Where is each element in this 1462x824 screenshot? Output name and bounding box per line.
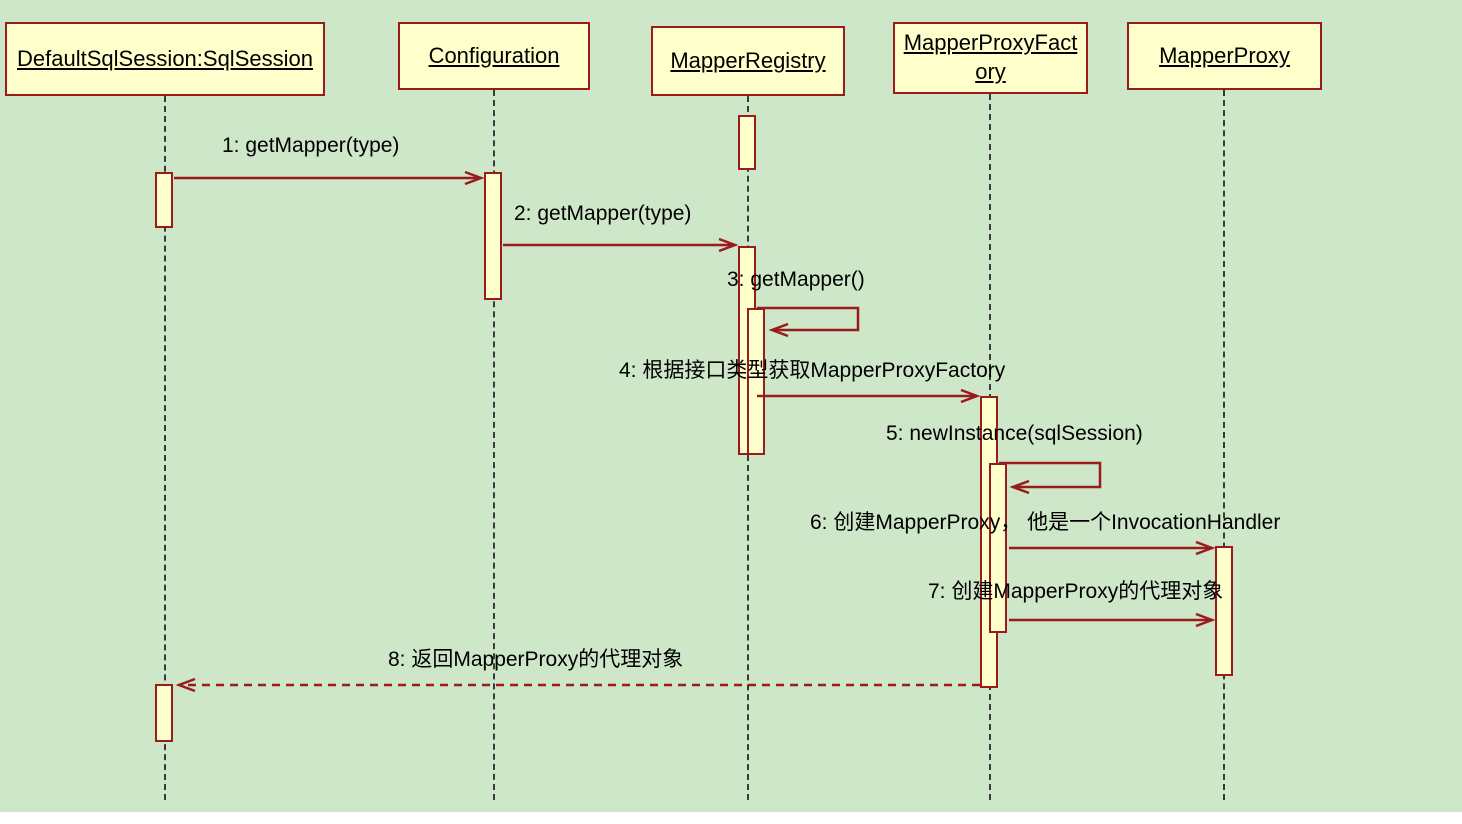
participant-defaultsqlsession: DefaultSqlSession:SqlSession: [5, 22, 325, 96]
lifeline-configuration: [493, 90, 495, 800]
message-4-label: 4: 根据接口类型获取MapperProxyFactory: [619, 359, 1006, 382]
message-2-label: 2: getMapper(type): [514, 202, 692, 225]
activation-bar-sqlsession-2: [155, 684, 173, 742]
participant-mapperregistry: MapperRegistry: [651, 26, 845, 96]
participant-configuration: Configuration: [398, 22, 590, 90]
participant-label: Configuration: [428, 42, 560, 68]
lifeline-defaultsqlsession: [164, 96, 166, 800]
participant-mapperproxyfactory: MapperProxyFactory: [893, 22, 1088, 94]
participant-label: MapperProxyFactory: [903, 30, 1078, 84]
message-3-label: 3: getMapper(): [727, 268, 865, 291]
message-1-label: 1: getMapper(type): [222, 134, 400, 157]
activation-bar-sqlsession-1: [155, 172, 173, 228]
message-5-label: 5: newInstance(sqlSession): [886, 422, 1143, 445]
participant-label: MapperRegistry: [670, 47, 826, 73]
activation-bar-configuration: [484, 172, 502, 300]
activation-bar-mapperregistry-top: [738, 115, 756, 170]
activation-bar-mapperproxy: [1215, 546, 1233, 676]
message-5-self-arrow: [999, 461, 1102, 495]
lifeline-mapperproxy: [1223, 90, 1225, 800]
message-7-label: 7: 创建MapperProxy的代理对象: [928, 580, 1224, 603]
participant-label: MapperProxy: [1159, 42, 1290, 68]
activation-bar-mapperregistry-nested: [747, 308, 765, 455]
message-8-label: 8: 返回MapperProxy的代理对象: [388, 648, 684, 671]
participant-label: DefaultSqlSession:SqlSession: [17, 45, 313, 71]
activation-bar-mapperproxyfactory-nested: [989, 463, 1007, 633]
participant-mapperproxy: MapperProxy: [1127, 22, 1322, 90]
message-6-label: 6: 创建MapperProxy， 他是一个InvocationHandler: [810, 511, 1281, 534]
message-3-self-arrow: [757, 306, 860, 338]
